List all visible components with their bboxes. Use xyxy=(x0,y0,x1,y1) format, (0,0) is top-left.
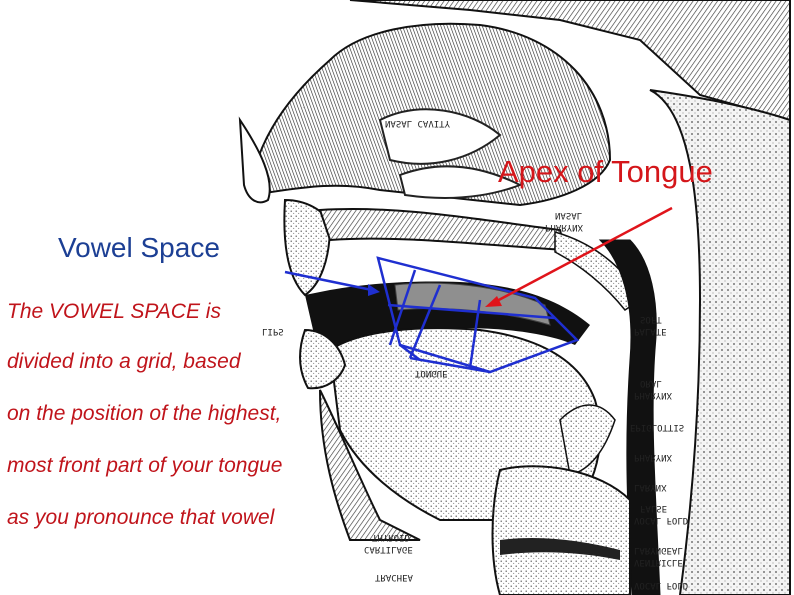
label-laryngeal-ventricle-2: VENTRICLE xyxy=(634,557,683,567)
label-false-vocal-fold-2: VOCAL FOLD xyxy=(634,515,688,525)
label-laryngeal-ventricle-1: LARYNGEAL xyxy=(634,545,683,555)
label-nasal-pharynx-1: NASAL xyxy=(555,210,582,220)
body-line-3: on the position of the highest, xyxy=(7,402,281,426)
label-epiglottis: EPIGLOTTIS xyxy=(630,422,684,432)
label-thyroid-cartilage-1: THYROID xyxy=(372,532,410,542)
label-lips: LIPS xyxy=(262,326,284,336)
label-tongue: TONGUE xyxy=(415,368,448,378)
apex-of-tongue-label: Apex of Tongue xyxy=(498,154,713,190)
label-thyroid-cartilage-2: CARTILAGE xyxy=(364,544,413,554)
label-nasal-cavity: NASAL CAVITY xyxy=(385,118,450,128)
label-oral-pharynx-1: ORAL xyxy=(640,378,662,388)
label-false-vocal-fold-1: FALSE xyxy=(640,503,667,513)
body-line-1: The VOWEL SPACE is xyxy=(7,300,221,324)
vowel-space-title: Vowel Space xyxy=(58,232,220,264)
label-larynx: LARYNX xyxy=(634,482,667,492)
body-line-5: as you pronounce that vowel xyxy=(7,506,274,530)
larynx-shape xyxy=(493,466,631,595)
label-vocal-fold: VOCAL FOLD xyxy=(634,580,688,590)
label-pharynx: PHARYNX xyxy=(634,452,672,462)
body-line-2: divided into a grid, based xyxy=(7,350,241,374)
label-soft-palate-2: PALATE xyxy=(634,326,667,336)
epiglottis-shape xyxy=(560,405,615,475)
label-trachea: TRACHEA xyxy=(375,572,413,582)
body-line-4: most front part of your tongue xyxy=(7,454,282,478)
label-nasal-pharynx-2: PHARYNX xyxy=(545,222,583,232)
label-oral-pharynx-2: PHARYNX xyxy=(634,390,672,400)
label-soft-palate-1: SOFT xyxy=(640,314,662,324)
hard-palate xyxy=(320,209,565,250)
